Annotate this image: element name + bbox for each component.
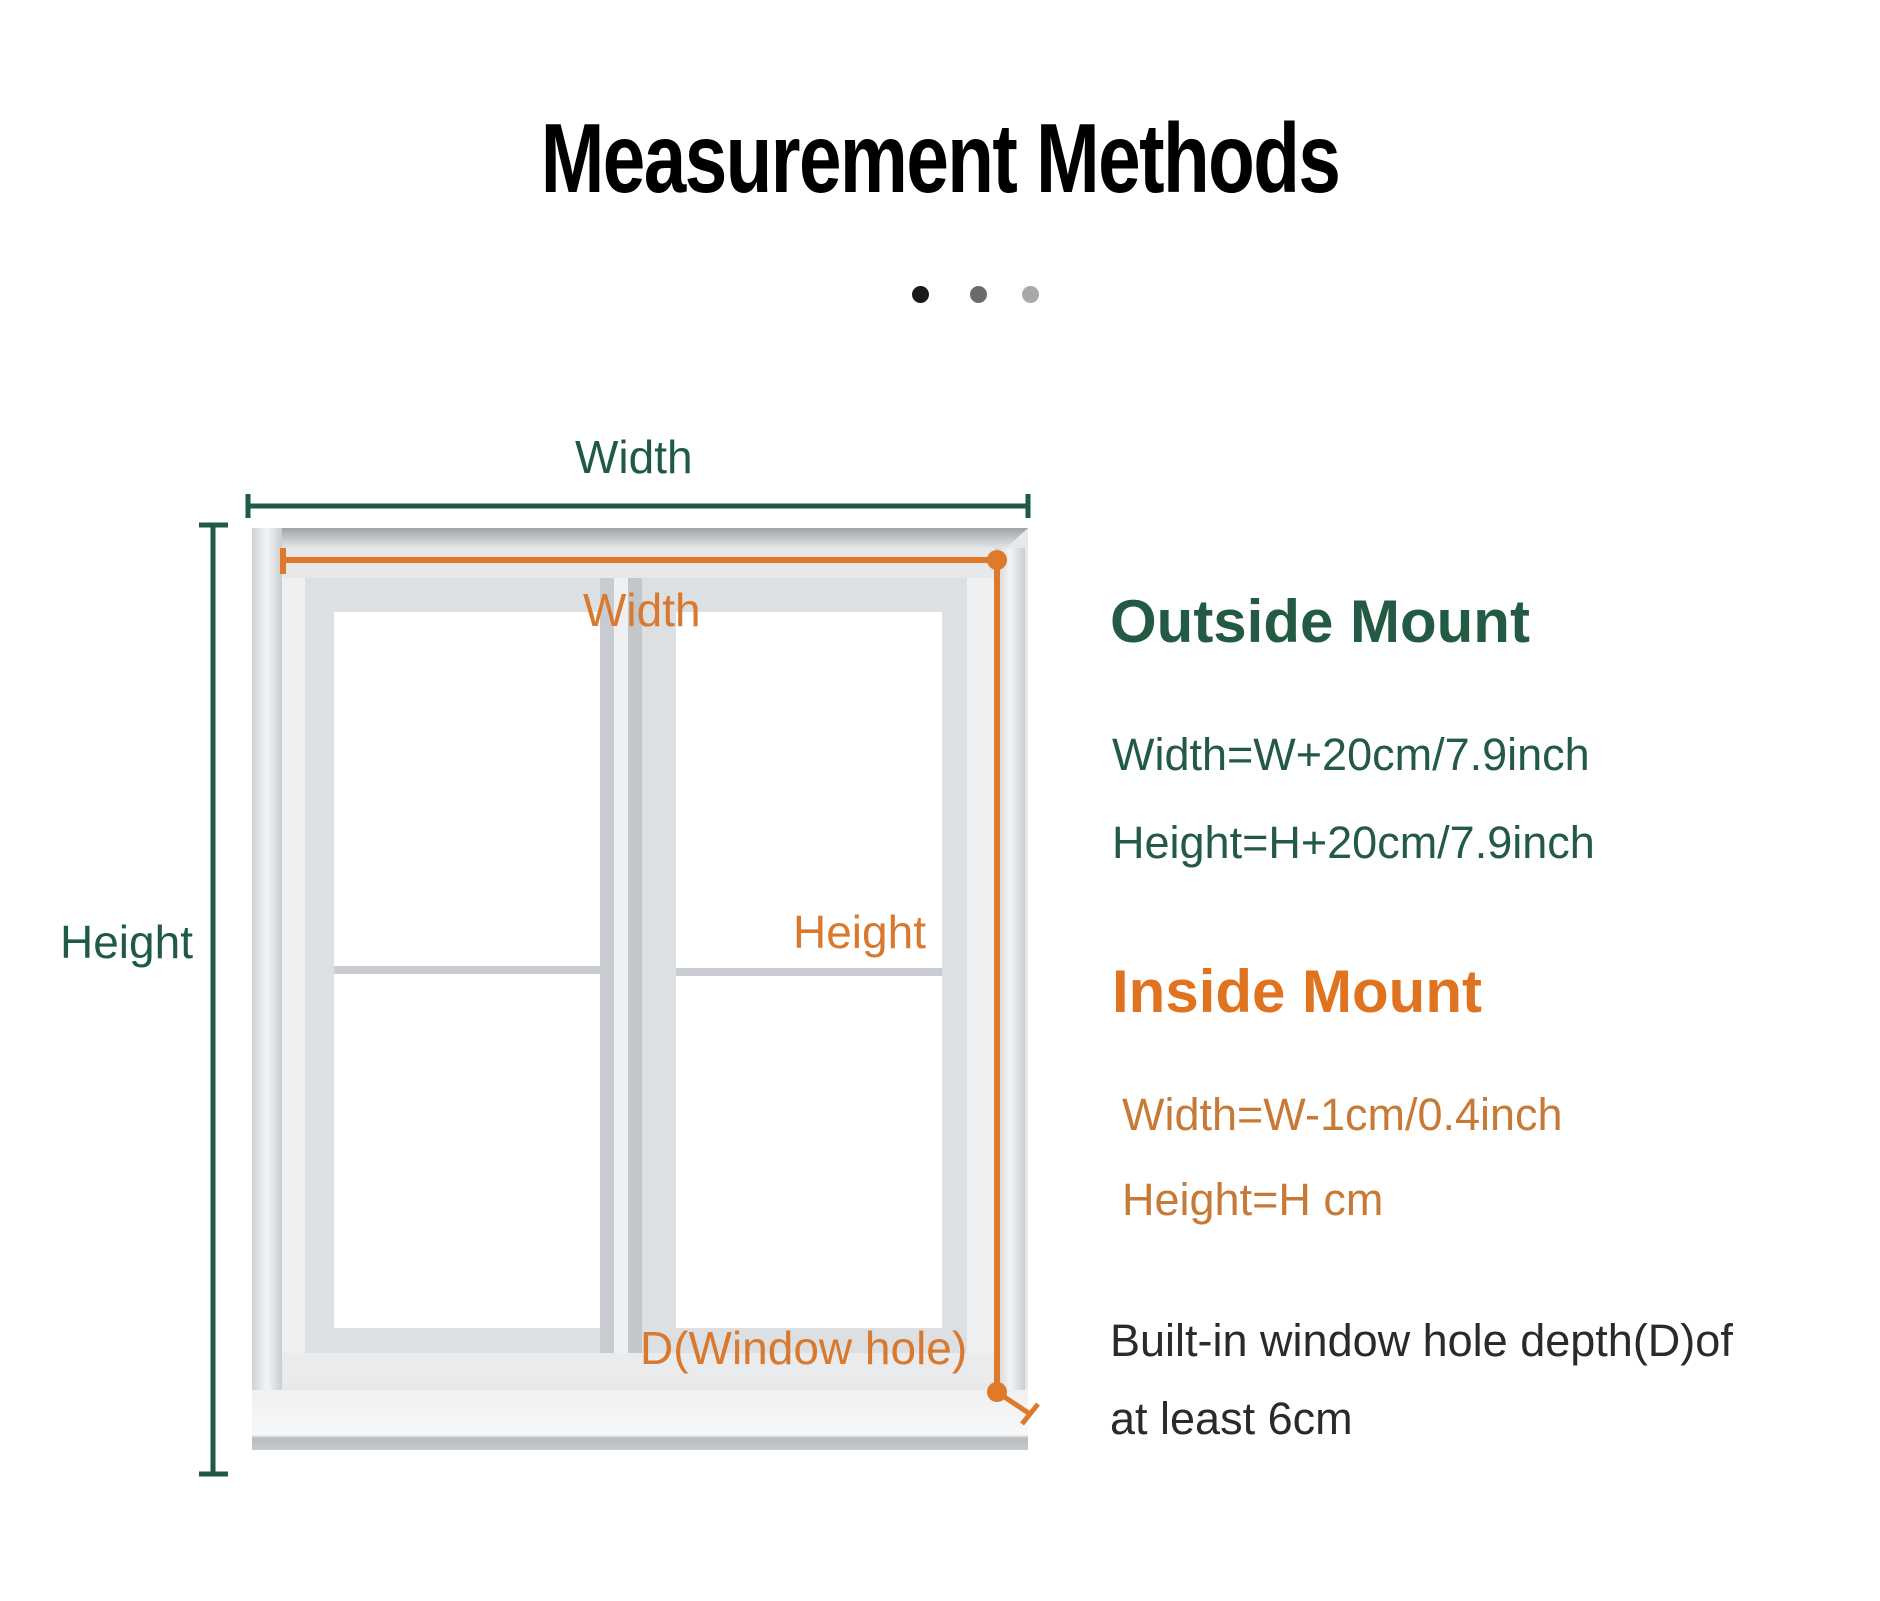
pager-dot-3[interactable]	[1022, 286, 1039, 303]
inside-width-rule: Width=W-1cm/0.4inch	[1122, 1089, 1563, 1140]
outer-height-label: Height	[60, 916, 193, 968]
inside-width-measure	[280, 548, 997, 574]
depth-note-line2: at least 6cm	[1110, 1393, 1353, 1444]
page-title: Measurement Methods	[540, 103, 1341, 213]
window-frame	[252, 528, 1028, 1450]
pager-dot-2[interactable]	[970, 286, 987, 303]
depth-measure	[995, 1389, 1040, 1426]
outside-width-rule: Width=W+20cm/7.9inch	[1112, 729, 1590, 780]
inside-height-rule: Height=H cm	[1122, 1174, 1384, 1225]
inside-mount-heading: Inside Mount	[1112, 958, 1482, 1025]
inner-height-label: Height	[793, 906, 926, 958]
depth-label: D(Window hole)	[640, 1322, 968, 1374]
pager-dot-1[interactable]	[912, 286, 929, 303]
inner-width-label: Width	[583, 584, 701, 636]
outside-mount-heading: Outside Mount	[1110, 588, 1530, 655]
outside-height-measure	[199, 522, 228, 1477]
outside-width-measure	[245, 494, 1031, 518]
outer-width-label: Width	[575, 431, 693, 483]
outside-height-rule: Height=H+20cm/7.9inch	[1112, 817, 1595, 868]
depth-note-line1: Built-in window hole depth(D)of	[1110, 1315, 1733, 1366]
